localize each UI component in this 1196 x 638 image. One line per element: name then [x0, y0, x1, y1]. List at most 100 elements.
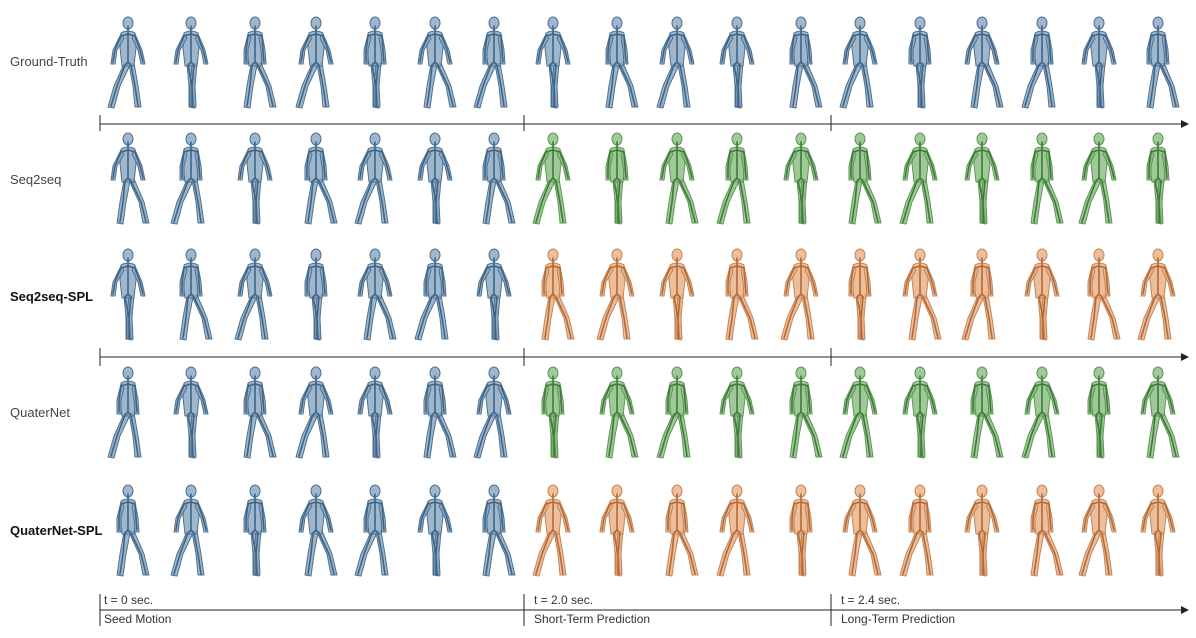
pose-figure	[656, 16, 695, 109]
pose-figure	[656, 366, 691, 459]
pose-figure	[1081, 16, 1117, 109]
pose-figure	[716, 132, 751, 225]
row-label-quaternet-spl: QuaterNet-SPL	[10, 523, 103, 538]
pose-figure	[170, 132, 205, 225]
pose-figure	[1021, 366, 1060, 459]
pose-figure	[716, 484, 755, 577]
pose-figure	[780, 248, 819, 341]
pose-figure	[1087, 366, 1111, 459]
pose-figure	[848, 248, 872, 341]
pose-figure	[659, 248, 695, 341]
pose-figure	[1024, 248, 1060, 341]
pose-figure	[1146, 132, 1170, 225]
pose-figure	[535, 16, 571, 109]
pose-figure	[848, 132, 882, 225]
pose-figure	[173, 366, 209, 459]
segment-label-long: Long-Term Prediction	[841, 612, 956, 626]
pose-figure	[902, 248, 942, 341]
pose-figure	[532, 484, 571, 577]
pose-figure	[110, 132, 150, 225]
pose-figure	[357, 248, 397, 341]
pose-figure	[107, 366, 142, 459]
pose-figure	[789, 16, 823, 109]
pose-figure	[476, 248, 512, 341]
pose-figure	[899, 132, 938, 225]
pose-figure	[532, 132, 571, 225]
time-label-start: t = 0 sec.	[104, 593, 154, 607]
pose-figure	[1030, 484, 1064, 577]
pose-figure	[1030, 132, 1064, 225]
pose-figure	[179, 248, 213, 341]
pose-figure	[1140, 366, 1180, 459]
pose-figure	[599, 366, 639, 459]
pose-figure	[423, 366, 457, 459]
pose-figure	[1146, 16, 1180, 109]
pose-figure	[719, 366, 755, 459]
pose-figure	[596, 248, 635, 341]
pose-figure	[789, 484, 813, 577]
pose-figure	[295, 16, 334, 109]
pose-figure	[243, 484, 267, 577]
pose-figure	[417, 132, 453, 225]
pose-figure	[665, 484, 699, 577]
timeline-axis-3	[99, 594, 1189, 626]
pose-figure	[295, 366, 334, 459]
pose-figure	[357, 366, 393, 459]
pose-figure	[304, 248, 328, 341]
pose-figure	[964, 16, 1004, 109]
segment-label-short: Short-Term Prediction	[534, 612, 651, 626]
pose-figure	[1021, 16, 1056, 109]
pose-figure	[783, 132, 819, 225]
pose-figure	[417, 484, 453, 577]
pose-figure	[173, 16, 209, 109]
pose-figure	[107, 16, 146, 109]
pose-figure	[417, 16, 457, 109]
pose-figure	[298, 484, 338, 577]
pose-figure	[243, 366, 277, 459]
row-label-ground-truth: Ground-Truth	[10, 54, 88, 69]
pose-figure	[961, 248, 996, 341]
pose-figure	[414, 248, 449, 341]
pose-figure	[110, 248, 146, 341]
time-label-long: t = 2.4 sec.	[841, 593, 901, 607]
row-label-seq2seq-spl: Seq2seq-SPL	[10, 289, 94, 304]
time-label-short: t = 2.0 sec.	[534, 593, 594, 607]
pose-figure	[363, 16, 387, 109]
pose-figure	[605, 16, 639, 109]
pose-figure	[599, 484, 635, 577]
pose-figure	[964, 484, 1000, 577]
timeline-axis-2	[99, 348, 1189, 366]
pose-figure	[482, 132, 516, 225]
pose-figure	[725, 248, 759, 341]
pose-figure	[899, 484, 934, 577]
pose-figure	[908, 16, 932, 109]
pose-figure	[1087, 248, 1121, 341]
pose-figure	[1078, 484, 1117, 577]
pose-figure	[839, 16, 878, 109]
pose-figure	[243, 16, 277, 109]
pose-figure	[482, 484, 516, 577]
pose-figure	[541, 366, 565, 459]
pose-figure	[304, 132, 338, 225]
timeline-axis-1	[99, 115, 1189, 131]
pose-figure	[842, 484, 882, 577]
pose-figure	[970, 366, 1004, 459]
pose-figure	[1078, 132, 1117, 225]
pose-figure	[354, 132, 393, 225]
pose-figure	[1137, 248, 1176, 341]
pose-figure	[964, 132, 1000, 225]
row-label-seq2seq: Seq2seq	[10, 172, 62, 187]
pose-figure	[116, 484, 150, 577]
pose-figure	[541, 248, 575, 341]
segment-label-seed: Seed Motion	[104, 612, 172, 626]
pose-figure	[354, 484, 389, 577]
pose-figure	[839, 366, 878, 459]
pose-figure	[659, 132, 699, 225]
pose-figure	[170, 484, 209, 577]
pose-figure	[605, 132, 629, 225]
pose-figure	[902, 366, 938, 459]
pose-figure	[719, 16, 755, 109]
pose-figure	[473, 366, 512, 459]
pose-figure	[234, 248, 273, 341]
